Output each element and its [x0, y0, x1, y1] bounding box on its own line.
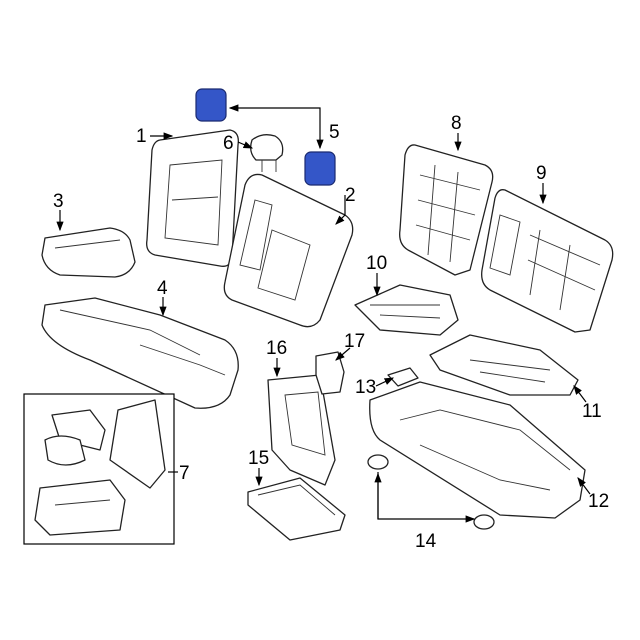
callout-16: 16 [266, 338, 287, 359]
part-9-seatback-frame[interactable] [481, 189, 614, 333]
part-2-center-seatback[interactable] [223, 173, 354, 328]
callout-10: 10 [366, 253, 387, 274]
part-12-seat-frame[interactable] [369, 381, 586, 519]
part-13-bracket[interactable] [387, 367, 419, 387]
callout-8: 8 [451, 113, 462, 134]
part-17-latch[interactable] [315, 351, 345, 395]
part-15-tray[interactable] [247, 477, 346, 541]
headrest-left-highlight[interactable] [195, 88, 227, 122]
part-11-pad[interactable] [429, 334, 579, 396]
callout-2: 2 [345, 185, 356, 206]
part-14-grommets[interactable] [367, 454, 495, 530]
callout-7: 7 [179, 463, 190, 484]
part-6-headrest[interactable] [250, 134, 284, 172]
callout-5: 5 [329, 122, 340, 143]
callout-3: 3 [53, 191, 64, 212]
callout-4: 4 [157, 278, 168, 299]
callout-12: 12 [588, 491, 609, 512]
callout-9: 9 [536, 163, 547, 184]
callout-labels: 1 2 3 4 5 6 7 8 9 10 11 12 13 14 15 16 1… [53, 113, 609, 552]
part-3-cushion-pad[interactable] [41, 227, 136, 278]
callout-15: 15 [248, 448, 269, 469]
part-7-armrest-box[interactable] [23, 393, 175, 545]
callout-11: 11 [582, 401, 602, 422]
part-4-seat-cushion[interactable] [41, 297, 239, 409]
part-1-left-seatback[interactable] [146, 129, 239, 267]
callout-13: 13 [355, 377, 376, 398]
callout-6: 6 [223, 133, 234, 154]
callout-14: 14 [415, 531, 437, 552]
callout-1: 1 [136, 126, 147, 147]
part-8-seatback-frame[interactable] [399, 144, 494, 276]
callout-17: 17 [344, 331, 365, 352]
part-5-headrests[interactable] [195, 88, 336, 186]
part-10-pad[interactable] [354, 284, 459, 336]
leader-lines [56, 104, 591, 523]
headrest-right-highlight[interactable] [304, 151, 336, 186]
